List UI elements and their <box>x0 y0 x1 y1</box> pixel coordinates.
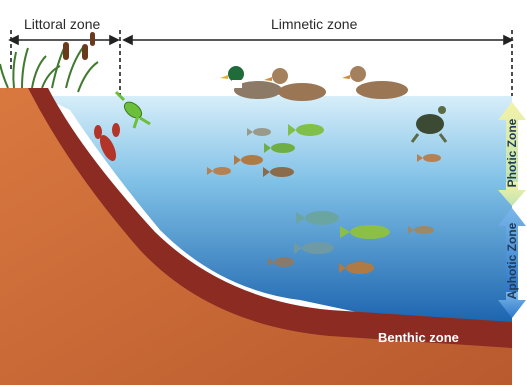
female-duck-icon <box>342 66 408 99</box>
limnetic-zone-label: Limnetic zone <box>268 16 360 32</box>
benthic-zone-label: Benthic zone <box>378 330 459 345</box>
littoral-zone-label: Littoral zone <box>21 16 103 32</box>
aphotic-zone-label: Aphotic Zone <box>505 206 519 316</box>
photic-zone-label: Photic Zone <box>505 98 519 208</box>
mallard-duck-icon <box>220 66 282 99</box>
cattail-heads-icon <box>63 32 95 60</box>
